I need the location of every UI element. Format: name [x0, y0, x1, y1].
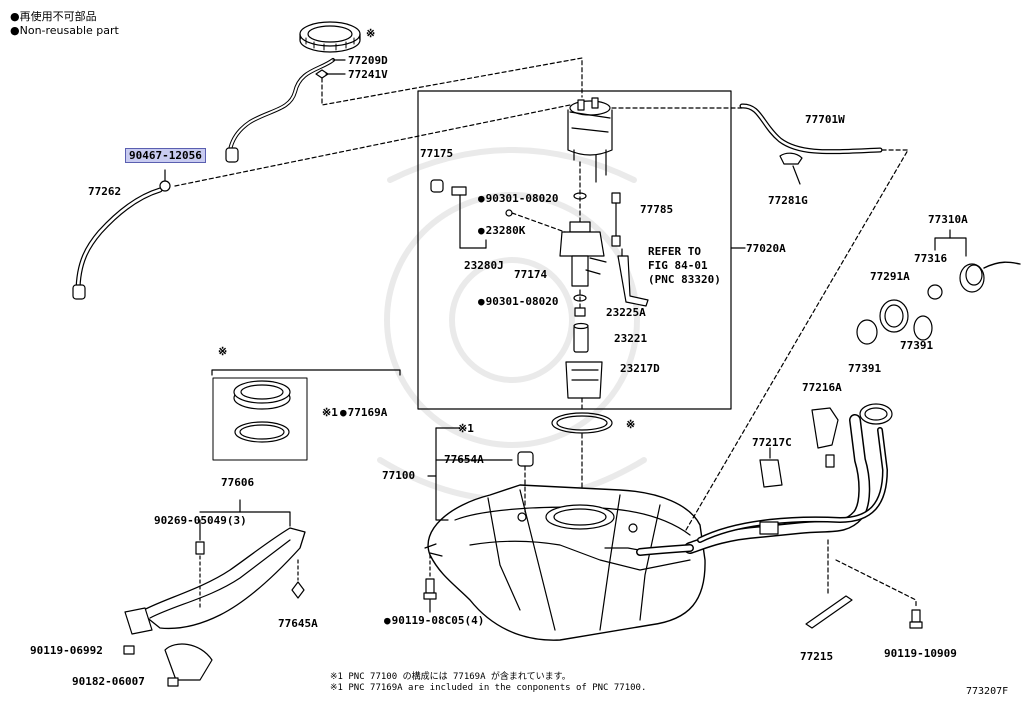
label-90119-10909[interactable]: 90119-10909	[884, 647, 957, 660]
bolt-90119-08C05	[423, 554, 437, 613]
fuel-tank-77100	[424, 484, 706, 641]
label-77174[interactable]: 77174	[514, 268, 548, 281]
label-77241V[interactable]: 77241V	[348, 68, 388, 81]
asterisk-mark-gasket: ※	[626, 418, 636, 431]
pump-23221	[573, 322, 589, 353]
label-77020A[interactable]: 77020A	[746, 242, 786, 255]
label-77701W[interactable]: 77701W	[805, 113, 845, 126]
label-77654A[interactable]: 77654A	[444, 453, 484, 466]
label-77785[interactable]: 77785	[640, 203, 674, 216]
label-77169A[interactable]: 77169A	[340, 406, 388, 419]
label-77391-a[interactable]: 77391	[900, 339, 934, 352]
label-77209D[interactable]: 77209D	[348, 54, 388, 67]
refer-to-line2[interactable]: FIG 84-01	[648, 259, 708, 272]
label-90301-08020-a[interactable]: 90301-08020	[478, 192, 559, 205]
refer-to-line3: (PNC 83320)	[648, 273, 721, 286]
label-77215[interactable]: 77215	[800, 650, 834, 663]
spacer-23225A	[574, 307, 586, 317]
label-90182-06007[interactable]: 90182-06007	[72, 675, 145, 688]
label-77310A[interactable]: 77310A	[928, 213, 968, 226]
label-90467-12056[interactable]: 90467-12056	[125, 148, 206, 163]
label-77100[interactable]: 77100	[382, 469, 416, 482]
label-77175[interactable]: 77175	[420, 147, 454, 160]
legend-jp: 再使用不可部品	[10, 10, 119, 24]
star1-mark-tank: ※1	[458, 422, 474, 435]
protector-77217C	[759, 459, 783, 488]
filler-pipe	[636, 403, 893, 556]
hose-77701W	[739, 103, 883, 185]
label-77316[interactable]: 77316	[914, 252, 948, 265]
figure-id: 773207F	[966, 686, 1009, 697]
hose-77209D	[225, 58, 346, 163]
label-90269-05049[interactable]: 90269-05049(3)	[154, 514, 247, 527]
star1-mark-kit: ※1	[322, 406, 338, 419]
label-90119-08C05[interactable]: 90119-08C05(4)	[384, 614, 485, 627]
fuel-cap-group	[856, 229, 1021, 345]
label-23280K[interactable]: 23280K	[478, 224, 526, 237]
cushion-77654A	[517, 451, 534, 467]
label-77391-b[interactable]: 77391	[848, 362, 882, 375]
label-77645A[interactable]: 77645A	[278, 617, 318, 630]
label-23221[interactable]: 23221	[614, 332, 648, 345]
asterisk-mark-top: ※	[366, 27, 376, 40]
label-77262[interactable]: 77262	[88, 185, 122, 198]
label-23217D[interactable]: 23217D	[620, 362, 660, 375]
legend: 再使用不可部品 Non-reusable part	[10, 10, 119, 38]
refer-to-line1: REFER TO	[648, 245, 701, 258]
pump-assembly-box	[417, 90, 732, 410]
label-77281G[interactable]: 77281G	[768, 194, 808, 207]
gasket-center	[551, 412, 613, 434]
bracket-77216A	[811, 407, 839, 449]
clip-23280K	[505, 209, 513, 217]
asterisk-mark-kit: ※	[218, 345, 228, 358]
float-arm	[617, 255, 649, 307]
bolt-90119-10909	[909, 609, 923, 629]
label-77291A[interactable]: 77291A	[870, 270, 910, 283]
legend-en: Non-reusable part	[10, 24, 119, 38]
lock-ring-top	[299, 21, 361, 53]
label-77606[interactable]: 77606	[221, 476, 255, 489]
note-en: ※1 PNC 77169A are included in the conpon…	[330, 683, 647, 693]
bracket-77606	[123, 499, 306, 687]
o-ring-upper	[573, 192, 587, 200]
label-77216A[interactable]: 77216A	[802, 381, 842, 394]
sensor-23280J	[451, 186, 487, 249]
cushion-77175	[430, 179, 444, 193]
label-77217C[interactable]: 77217C	[752, 436, 792, 449]
fuel-pump-module	[567, 97, 743, 183]
wire-77785	[611, 192, 621, 247]
lock-ring-kit-box	[211, 369, 401, 461]
note-jp: ※1 PNC 77100 の構成には 77169A が含まれています。	[330, 672, 571, 682]
label-23280J[interactable]: 23280J	[464, 259, 504, 272]
label-23225A[interactable]: 23225A	[606, 306, 646, 319]
hose-77262	[72, 169, 171, 300]
protector-77215	[805, 595, 853, 629]
label-90301-08020-b[interactable]: 90301-08020	[478, 295, 559, 308]
pump-body-77174	[559, 221, 607, 302]
label-90119-06992[interactable]: 90119-06992	[30, 644, 103, 657]
